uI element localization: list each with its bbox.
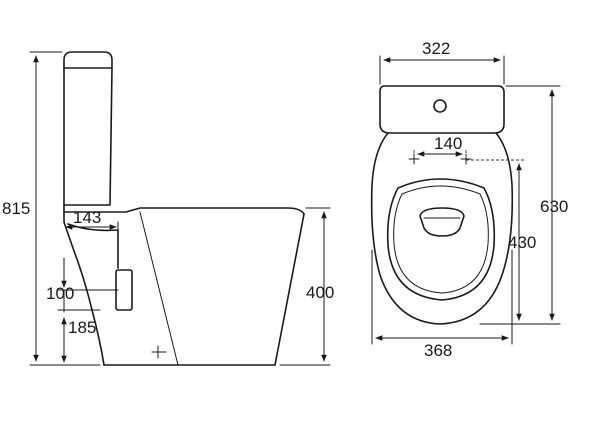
side-view: 815 143 100 185 400: [2, 51, 334, 366]
label-185: 185: [68, 318, 96, 337]
label-430: 430: [508, 233, 536, 252]
side-rear-wall: [67, 223, 119, 269]
label-368: 368: [424, 341, 452, 360]
side-trap-curve: [63, 211, 105, 366]
side-cistern-body: [63, 67, 113, 206]
label-140: 140: [434, 134, 462, 153]
side-fixing-cross: [151, 345, 167, 359]
label-143: 143: [73, 208, 101, 227]
side-bowl-top: [63, 204, 305, 215]
side-bowl-front: [274, 213, 305, 366]
label-815: 815: [2, 199, 30, 218]
top-cistern: [379, 85, 505, 134]
label-630: 630: [540, 197, 568, 216]
label-100: 100: [46, 284, 74, 303]
top-flush-button: [433, 99, 447, 113]
label-322: 322: [422, 39, 450, 58]
side-inner-line: [139, 211, 179, 366]
top-bowl-opening: [419, 207, 465, 237]
top-view: 322 140 630 430 368: [370, 39, 568, 360]
label-400: 400: [306, 283, 334, 302]
top-seat-inner: [393, 185, 489, 294]
top-bowl-outline: [370, 132, 514, 325]
top-seat: [386, 178, 496, 301]
side-cistern: [63, 51, 113, 69]
